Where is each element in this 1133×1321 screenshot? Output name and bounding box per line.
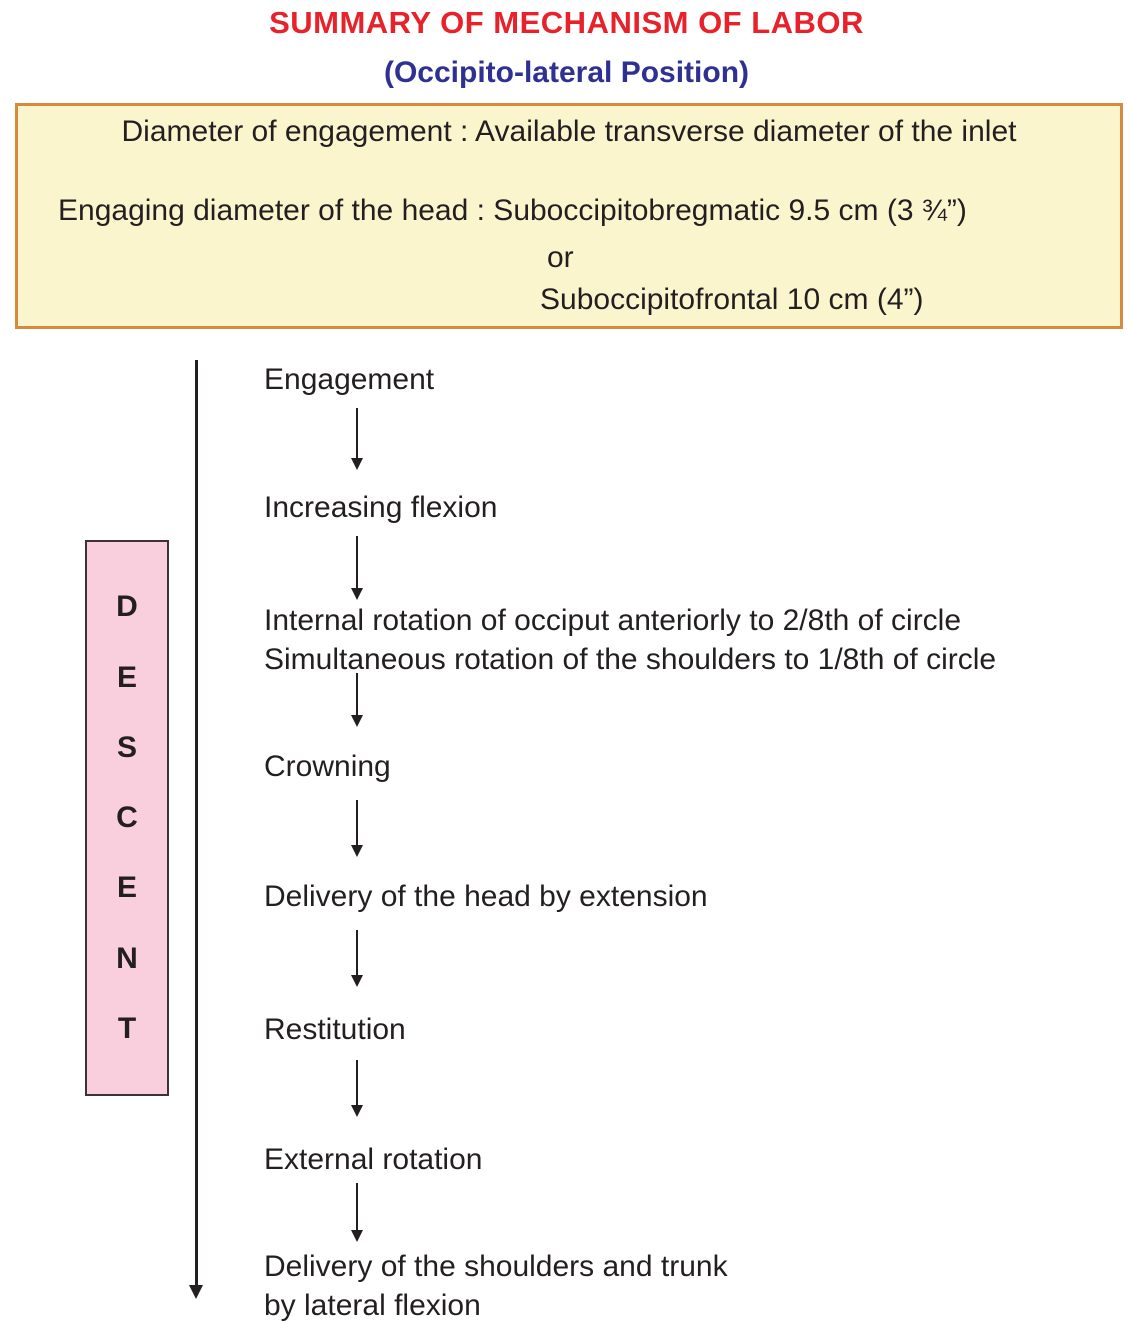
flow-arrow-down-icon [351, 800, 363, 857]
step-increasing-flexion: Increasing flexion [264, 491, 498, 524]
descent-letter: E [116, 871, 137, 905]
flow-arrow-down-icon [351, 930, 363, 987]
descent-letter: E [116, 660, 137, 694]
step-engagement: Engagement [264, 363, 435, 396]
step-external-rotation: External rotation [264, 1143, 483, 1176]
info-line-engaging-diameter: Engaging diameter of the head : Suboccip… [58, 194, 967, 227]
flow-arrow-down-icon [351, 536, 363, 600]
descent-letter: S [116, 730, 137, 764]
diameter-info-box: Diameter of engagement : Available trans… [15, 103, 1123, 329]
flow-arrow-down-icon [351, 673, 363, 727]
descent-letter: T [117, 1011, 137, 1045]
flow-arrow-down-icon [351, 1060, 363, 1117]
descent-label-box: D E S C E N T [85, 540, 169, 1096]
descent-arrow-line [189, 360, 203, 1299]
page-subtitle: (Occipito-lateral Position) [383, 56, 750, 89]
info-line-or: or [547, 241, 574, 274]
descent-letter: N [116, 941, 138, 975]
step-crowning: Crowning [264, 750, 391, 783]
page-title: SUMMARY OF MECHANISM OF LABOR [269, 5, 864, 40]
step-delivery-of-shoulders: Delivery of the shoulders and trunk by l… [264, 1250, 728, 1321]
info-line-engagement-diameter: Diameter of engagement : Available trans… [121, 115, 1017, 148]
flow-arrow-down-icon [351, 1183, 363, 1242]
descent-letter: D [116, 590, 138, 624]
step-internal-rotation: Internal rotation of occiput anteriorly … [264, 604, 997, 676]
info-line-suboccipitofrontal: Suboccipitofrontal 10 cm (4”) [540, 283, 924, 316]
step-restitution: Restitution [264, 1013, 406, 1046]
flow-arrow-down-icon [351, 408, 363, 470]
step-delivery-of-head: Delivery of the head by extension [264, 880, 708, 913]
descent-letter: C [116, 801, 138, 834]
